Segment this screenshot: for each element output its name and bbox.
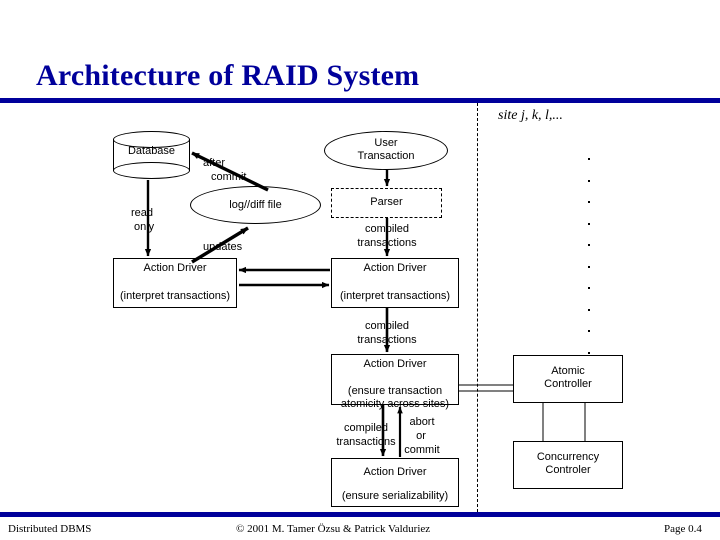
- action-driver-serializability-subtitle: (ensure serializability): [341, 490, 449, 502]
- title-divider-rule: [0, 98, 720, 103]
- action-driver-serializability-title: Action Driver: [363, 466, 427, 478]
- database-cylinder-bottom: [113, 162, 190, 179]
- page-title: Architecture of RAID System: [36, 59, 420, 92]
- action-driver-left-title: Action Driver: [143, 262, 207, 274]
- database-cylinder-top: [113, 131, 190, 148]
- site-dot: [588, 158, 590, 160]
- edge-label-commit2: commit: [404, 444, 440, 456]
- site-partition-label: site j, k, l,...: [498, 108, 563, 123]
- user-transaction-ellipse: User Transaction: [324, 131, 448, 170]
- parser-box: Parser: [331, 188, 442, 218]
- site-dot: [588, 201, 590, 203]
- atomic-controller-line2: Controller: [544, 378, 592, 390]
- action-driver-right-subtitle: (interpret transactions): [339, 290, 451, 302]
- concurrency-controller-box: Concurrency Controler: [513, 441, 623, 489]
- site-partition-divider: [477, 103, 478, 512]
- site-dot: [588, 330, 590, 332]
- action-driver-serializability-box: Action Driver (ensure serializability): [331, 458, 459, 507]
- concurrency-controller-line1: Concurrency: [536, 451, 600, 463]
- database-label: Database: [127, 145, 176, 157]
- atomic-controller-box: Atomic Controller: [513, 355, 623, 403]
- site-dot: [588, 352, 590, 354]
- edge-label-after: after: [203, 157, 226, 169]
- edge-label-compiled-low-2: transactions: [336, 436, 396, 448]
- action-driver-atomicity-line3: atomicity across sites): [340, 398, 450, 410]
- parser-label: Parser: [370, 196, 403, 208]
- action-driver-right-box: Action Driver (interpret transactions): [331, 258, 459, 308]
- action-driver-atomicity-box: Action Driver (ensure transaction atomic…: [331, 354, 459, 410]
- user-transaction-line1: User: [374, 137, 398, 149]
- edge-label-updates: updates: [203, 241, 243, 253]
- site-dot: [588, 223, 590, 225]
- edge-label-compiled-upper-2: transactions: [357, 237, 417, 249]
- edge-label-read: read: [131, 207, 154, 219]
- footer-left-text: Distributed DBMS: [8, 523, 92, 535]
- edge-label-compiled-low-1: compiled: [343, 422, 389, 434]
- action-driver-atomicity-line2: (ensure transaction: [347, 385, 443, 397]
- edge-label-or: or: [416, 430, 426, 442]
- edge-label-only: only: [134, 221, 155, 233]
- site-dot: [588, 287, 590, 289]
- database-cylinder: Database: [113, 131, 190, 179]
- log-diff-file-label: log//diff file: [229, 199, 282, 211]
- edge-label-compiled-upper-1: compiled: [364, 223, 410, 235]
- database-cylinder-body: [113, 139, 190, 171]
- action-driver-atomicity-title: Action Driver: [363, 358, 427, 370]
- user-transaction-line2: Transaction: [357, 150, 415, 162]
- footer-center-text: © 2001 M. Tamer Özsu & Patrick Valduriez: [236, 523, 431, 535]
- concurrency-controller-line2: Controler: [545, 464, 591, 476]
- atomic-controller-line1: Atomic: [551, 365, 585, 377]
- site-dot: [588, 244, 590, 246]
- site-dot: [588, 266, 590, 268]
- edge-label-abort: abort: [409, 416, 435, 428]
- site-dot: [588, 180, 590, 182]
- edge-label-compiled-mid-1: compiled: [364, 320, 410, 332]
- footer-right-text: Page 0.4: [664, 523, 702, 535]
- action-driver-left-subtitle: (interpret transactions): [119, 290, 231, 302]
- footer-divider-rule: [0, 512, 720, 517]
- site-dot: [588, 309, 590, 311]
- edge-label-compiled-mid-2: transactions: [357, 334, 417, 346]
- edge-label-commit: commit: [211, 171, 247, 183]
- action-driver-right-title: Action Driver: [363, 262, 427, 274]
- log-diff-file-ellipse: log//diff file: [190, 186, 321, 224]
- action-driver-left-box: Action Driver (interpret transactions): [113, 258, 237, 308]
